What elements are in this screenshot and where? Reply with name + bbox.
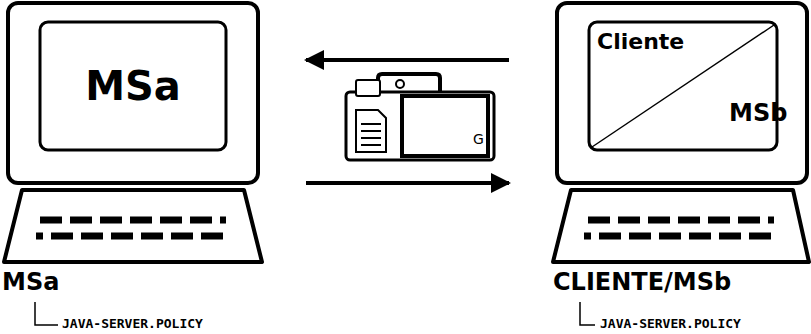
- keys: [588, 217, 774, 224]
- document: [356, 110, 386, 152]
- computer-screen: ClienteMSbCLIENTE/MSb: [557, 2, 807, 185]
- keys: [40, 217, 226, 224]
- doc-line: [361, 137, 381, 139]
- screen: [589, 22, 777, 150]
- briefcase-icon: [346, 74, 494, 160]
- tag: [356, 80, 380, 96]
- right-computer: [553, 3, 809, 325]
- monitor: [8, 3, 258, 183]
- case-body: [346, 92, 494, 160]
- screen-title: Cliente: [597, 30, 684, 54]
- computer-screen: MSaMSa: [8, 2, 258, 185]
- inner-frame: [402, 96, 488, 156]
- keys: [36, 233, 230, 240]
- screen-title: MSa: [85, 64, 181, 108]
- leader-line: [35, 302, 58, 325]
- screen: [40, 22, 226, 150]
- keyboard: [553, 190, 809, 262]
- tag-ring: [396, 80, 404, 88]
- leader-line: [580, 302, 595, 325]
- doc-line: [361, 130, 381, 132]
- flow-arrow: [306, 58, 509, 62]
- monitor: [557, 3, 807, 183]
- icon-letter: G: [473, 132, 484, 147]
- flow-arrow: [306, 181, 509, 185]
- doc-line: [361, 123, 381, 125]
- handle: [378, 74, 440, 92]
- keys: [584, 233, 778, 240]
- file-name: JAVA-SERVER.POLICY: [600, 317, 741, 331]
- screen-title: MSb: [729, 100, 787, 126]
- file-name: JAVA-SERVER.POLICY: [62, 317, 203, 331]
- computer-label: CLIENTE/MSb: [553, 269, 731, 295]
- keyboard: [4, 190, 262, 262]
- screen-divider: [592, 25, 774, 147]
- doc-line: [361, 144, 381, 146]
- computer-label: MSa: [2, 269, 59, 295]
